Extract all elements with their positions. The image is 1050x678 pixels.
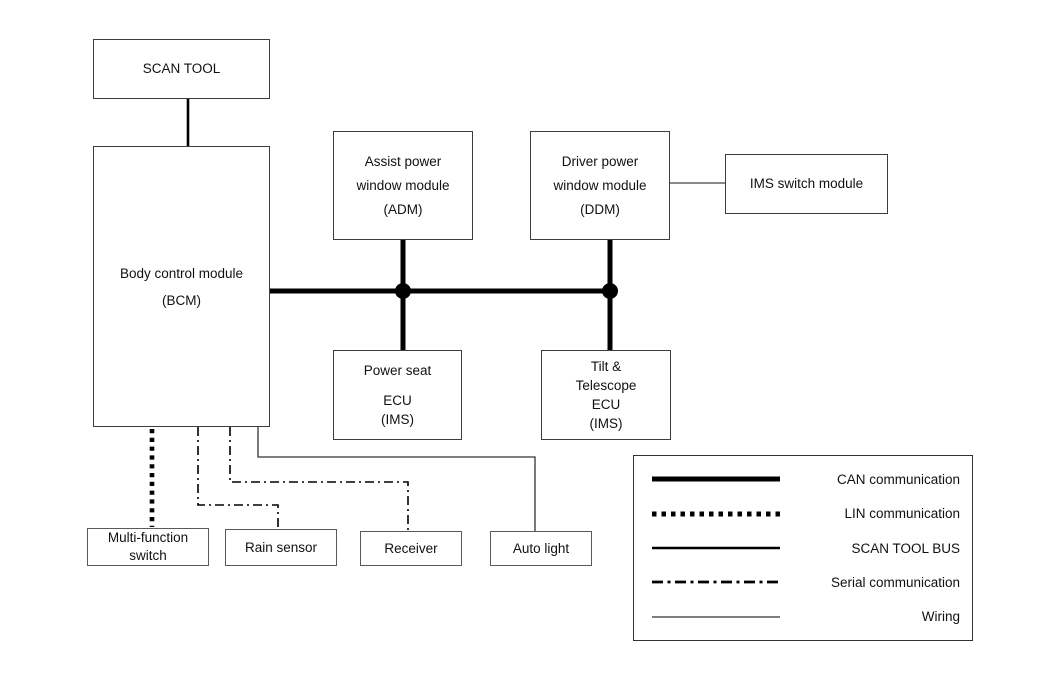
serial-rain-sensor-line [197,427,279,529]
ims-switch-module-label: IMS switch module [749,176,864,191]
tilt-label-line1: Tilt & [590,359,622,374]
tilt-label-line3: ECU [591,397,621,412]
legend-row-serial: Serial communication [646,565,962,599]
scan-tool-box: SCAN TOOL [93,39,270,99]
lin-line-sample-icon [652,511,780,517]
ims-switch-module-box: IMS switch module [725,154,888,214]
adm-label-line2: window module [356,177,450,193]
scan-tool-label: SCAN TOOL [142,61,221,76]
bcm-label-line2: (BCM) [162,292,201,308]
can-line-sample-icon [652,476,780,482]
serial-receiver-line [229,427,409,531]
legend-label-serial: Serial communication [830,574,960,590]
adm-box: Assist power window module (ADM) [333,131,473,240]
adm-label-line3: (ADM) [383,201,423,217]
multi-function-label-line1: Multi-function [107,530,189,545]
scan-tool-bus-sample-icon [652,546,780,550]
tilt-telescope-ecu-box: Tilt & Telescope ECU (IMS) [541,350,671,440]
legend-label-scan-tool-bus: SCAN TOOL BUS [851,540,960,556]
legend-label-lin: LIN communication [844,506,960,522]
power-seat-label-line3: (IMS) [381,412,414,427]
can-junction-dot-adm [395,283,411,299]
can-junction-dot-ddm [602,283,618,299]
serial-line-sample-icon [652,581,780,584]
legend-label-wiring: Wiring [921,609,960,625]
power-seat-label-line1: Power seat [363,363,432,378]
auto-light-label: Auto light [512,540,570,556]
power-seat-label-line2: ECU [383,393,412,408]
wiring-line-sample-icon [652,616,780,618]
receiver-box: Receiver [360,531,462,566]
tilt-label-line4: (IMS) [589,416,623,431]
legend-row-can: CAN communication [646,462,962,496]
power-seat-ecu-box: Power seat ECU (IMS) [333,350,462,440]
legend-row-lin: LIN communication [646,496,962,530]
auto-light-box: Auto light [490,531,592,566]
receiver-label: Receiver [384,540,438,556]
wiring-auto-light-line [257,427,536,531]
rain-sensor-box: Rain sensor [225,529,337,566]
tilt-label-line2: Telescope [575,378,637,393]
legend-label-can: CAN communication [836,471,960,487]
multi-function-label-line2: switch [129,548,167,563]
legend-box: CAN communication LIN communication SCAN… [633,455,973,641]
bcm-box: Body control module (BCM) [93,146,270,427]
rain-sensor-label: Rain sensor [244,539,318,555]
legend-row-scan-tool-bus: SCAN TOOL BUS [646,531,962,565]
ddm-box: Driver power window module (DDM) [530,131,670,240]
bcm-label-line1: Body control module [119,265,244,281]
ddm-label-line3: (DDM) [580,201,620,217]
ddm-label-line1: Driver power [561,153,639,169]
adm-label-line1: Assist power [364,153,442,169]
legend-row-wiring: Wiring [646,600,962,634]
ddm-label-line2: window module [553,177,647,193]
multi-function-switch-box: Multi-function switch [87,528,209,566]
